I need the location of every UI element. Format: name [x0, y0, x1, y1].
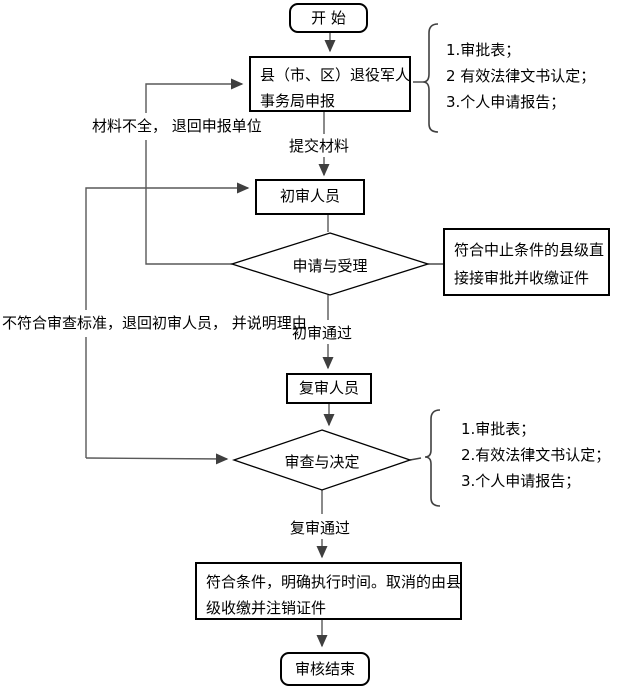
feedback-return-declare	[145, 78, 244, 265]
second-reviewer-node: 复审人员	[286, 373, 372, 404]
feedback-into-decision2	[85, 453, 229, 465]
end-node: 审核结束	[280, 652, 370, 686]
return-preliminary-line1: 不符合审查标准，退回初审人员，	[2, 314, 228, 332]
suspend-line2: 接接审批并收缴证件	[454, 269, 590, 287]
decision2-label: 审查与决定	[284, 453, 360, 471]
edge-label-preliminary-passed: 初审通过	[289, 322, 356, 344]
edge-label-submit-materials: 提交材料	[286, 135, 353, 157]
annotation-list-bottom: 1.审批表； 2.有效法律文书认定； 3.个人申请报告；	[461, 416, 610, 494]
annotation-top-item-2: 2 有效法律文书认定；	[446, 67, 596, 85]
result-line1: 符合条件，明确执行时间。取消的由县	[206, 573, 462, 591]
declare-node: 县（市、区）退役军人 事务局申报	[249, 56, 411, 112]
return-preliminary-line2: 并说明理由	[231, 314, 307, 332]
feedback-return-preliminary	[85, 182, 250, 458]
brace-bottom-annotation	[424, 409, 441, 507]
preliminary-reviewer-node: 初审人员	[255, 179, 365, 215]
declare-line1: 县（市、区）退役军人	[260, 66, 411, 84]
result-line2: 级收缴并注销证件	[206, 599, 327, 617]
result-node: 符合条件，明确执行时间。取消的由县 级收缴并注销证件	[195, 562, 462, 620]
edge-label-return-declare: 材料不全， 退回申报单位	[92, 113, 262, 140]
decision2-diamond	[231, 429, 413, 491]
return-declare-line2: 退回申报单位	[171, 117, 262, 135]
brace-top-annotation	[422, 23, 439, 133]
edge-label-return-preliminary: 不符合审查标准，退回初审人员， 并说明理由	[2, 310, 307, 337]
annotation-bottom-item-2: 2.有效法律文书认定；	[461, 446, 611, 464]
start-label: 开 始	[311, 9, 346, 27]
decision1-diamond	[229, 232, 431, 296]
annotation-bottom-item-3: 3.个人申请报告；	[461, 472, 581, 490]
edge-label-second-passed: 复审通过	[287, 517, 354, 539]
annotation-top-item-3: 3.个人申请报告；	[446, 93, 566, 111]
start-node: 开 始	[289, 3, 368, 33]
suspend-node: 符合中止条件的县级直 接接审批并收缴证件	[443, 228, 610, 296]
decision1-label: 申请与受理	[292, 257, 368, 275]
end-label: 审核结束	[294, 660, 355, 678]
annotation-list-top: 1.审批表； 2 有效法律文书认定； 3.个人申请报告；	[446, 37, 595, 115]
second-reviewer-label: 复审人员	[298, 379, 359, 397]
return-declare-line1: 材料不全，	[92, 117, 168, 135]
annotation-bottom-item-1: 1.审批表；	[461, 420, 536, 438]
suspend-line1: 符合中止条件的县级直	[454, 241, 605, 259]
preliminary-reviewer-label: 初审人员	[279, 187, 340, 205]
annotation-top-item-1: 1.审批表；	[446, 41, 521, 59]
connector-decision2-to-brace	[409, 457, 422, 461]
declare-line2: 事务局申报	[260, 92, 336, 110]
